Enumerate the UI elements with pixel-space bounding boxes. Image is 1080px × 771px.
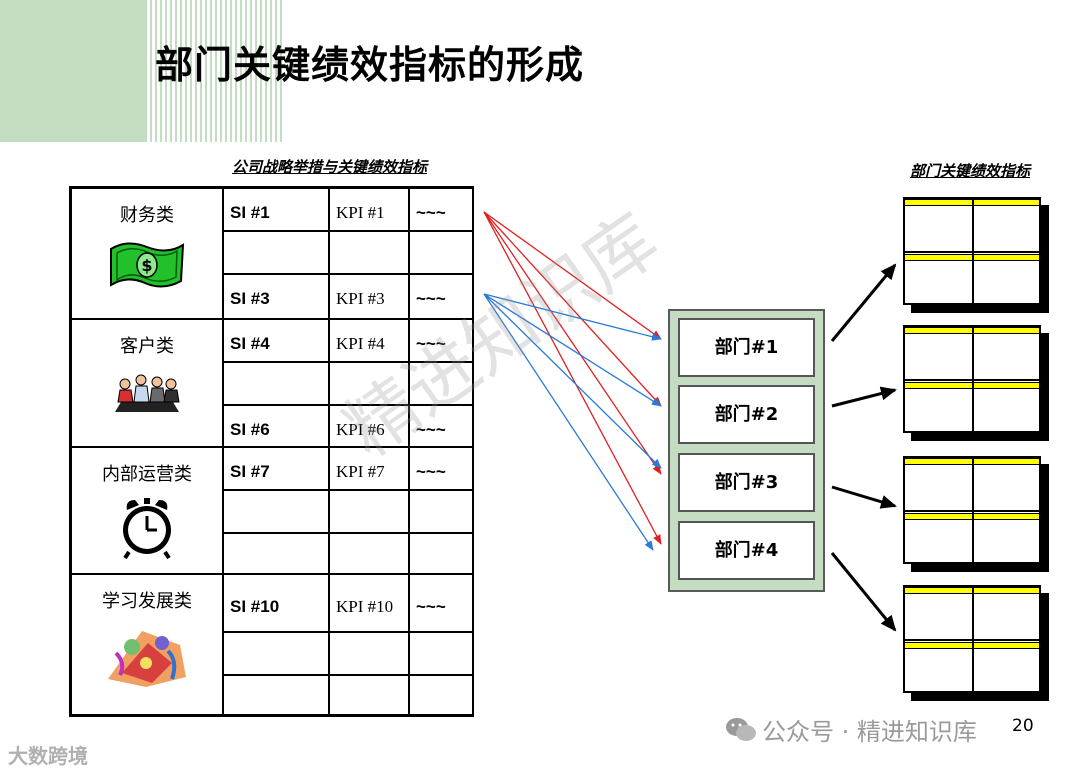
kpi-cell: KPI #4 xyxy=(330,320,410,361)
kpi-cell xyxy=(330,491,410,532)
kpi-cell: KPI #3 xyxy=(330,275,410,318)
blue-arrow xyxy=(483,293,662,341)
si-cell xyxy=(224,676,330,717)
alarm-clock-icon xyxy=(123,498,171,560)
blue-arrow xyxy=(483,293,662,407)
header-stripes xyxy=(145,0,285,142)
card-divider xyxy=(905,639,1039,641)
table-row xyxy=(224,633,474,676)
page-number: 20 xyxy=(1012,716,1034,736)
footer-account-name: 公众号 · 精进知识库 xyxy=(762,718,977,746)
money-icon: $ xyxy=(110,242,185,288)
page-title: 部门关键绩效指标的形成 xyxy=(155,43,585,87)
kpi-cell: KPI #6 xyxy=(330,406,410,446)
si-cell: SI #1 xyxy=(224,189,330,230)
extra-cell: ~~~ xyxy=(416,462,446,481)
table-row xyxy=(224,491,474,534)
department-box: 部门#1 xyxy=(678,318,815,377)
card-divider xyxy=(905,251,1039,253)
table-row xyxy=(224,363,474,406)
blue-arrow xyxy=(483,293,662,469)
department-box: 部门#3 xyxy=(678,453,815,512)
si-cell xyxy=(224,534,330,573)
category-label: 财务类 xyxy=(120,205,174,226)
kpi-cell xyxy=(330,676,410,717)
black-arrow xyxy=(830,552,897,632)
table-row xyxy=(224,676,474,717)
kpi-cell xyxy=(330,534,410,573)
table-row: SI #10 KPI #10 ~~~ xyxy=(224,575,474,633)
meeting-people-icon xyxy=(115,374,180,412)
table-row xyxy=(224,232,474,275)
table-row: SI #7 KPI #7 ~~~ xyxy=(224,448,474,491)
blue-arrows xyxy=(483,293,662,551)
category-label: 学习发展类 xyxy=(102,591,192,612)
department-panel: 部门#1 部门#2 部门#3 部门#4 xyxy=(668,309,825,592)
right-cards-caption: 部门关键绩效指标 xyxy=(910,162,1031,180)
dept-kpi-card xyxy=(903,456,1041,564)
extra-cell: ~~~ xyxy=(416,420,446,439)
left-table-caption: 公司战略举措与关键绩效指标 xyxy=(232,158,428,176)
card-divider xyxy=(905,510,1039,512)
black-arrows xyxy=(830,263,897,632)
si-cell: SI #4 xyxy=(224,320,330,361)
wechat-icon xyxy=(726,718,756,741)
kpi-cell: KPI #10 xyxy=(330,575,410,631)
kpi-cell xyxy=(330,232,410,273)
card-divider xyxy=(905,379,1039,381)
si-cell: SI #6 xyxy=(224,406,330,446)
si-cell xyxy=(224,232,330,273)
black-arrow xyxy=(830,263,897,342)
extra-cell: ~~~ xyxy=(416,289,446,308)
si-cell xyxy=(224,363,330,404)
si-cell: SI #7 xyxy=(224,448,330,489)
blue-arrow xyxy=(483,293,654,551)
dept-kpi-card xyxy=(903,325,1041,433)
red-arrows xyxy=(483,211,662,545)
si-cell: SI #3 xyxy=(224,275,330,318)
si-cell xyxy=(224,491,330,532)
red-arrow xyxy=(483,211,662,407)
category-finance: 财务类 $ xyxy=(72,189,224,320)
kpi-cell xyxy=(330,363,410,404)
dept-kpi-card xyxy=(903,585,1041,693)
celebration-icon xyxy=(108,631,186,687)
black-arrow xyxy=(831,386,897,408)
extra-cell: ~~~ xyxy=(416,203,446,222)
table-row xyxy=(224,534,474,575)
department-box: 部门#2 xyxy=(678,385,815,444)
table-row: SI #3 KPI #3 ~~~ xyxy=(224,275,474,320)
svg-text:$: $ xyxy=(141,256,152,275)
si-cell: SI #10 xyxy=(224,575,330,631)
table-row: SI #4 KPI #4 ~~~ xyxy=(224,320,474,363)
kpi-cell: KPI #7 xyxy=(330,448,410,489)
kpi-table: 财务类 $ 客户类 内部运营类 xyxy=(69,186,474,717)
category-learning: 学习发展类 xyxy=(72,575,224,717)
kpi-cell xyxy=(330,633,410,674)
dept-kpi-card xyxy=(903,197,1041,305)
extra-cell: ~~~ xyxy=(416,597,446,616)
department-box: 部门#4 xyxy=(678,521,815,580)
table-row: SI #1 KPI #1 ~~~ xyxy=(224,189,474,232)
footer-brand: 大数跨境 xyxy=(8,744,88,768)
red-arrow xyxy=(483,211,662,545)
category-internal-ops: 内部运营类 xyxy=(72,448,224,575)
category-label: 客户类 xyxy=(120,336,174,357)
extra-cell: ~~~ xyxy=(416,334,446,353)
red-arrow xyxy=(483,211,662,475)
table-row: SI #6 KPI #6 ~~~ xyxy=(224,406,474,448)
si-cell xyxy=(224,633,330,674)
kpi-cell: KPI #1 xyxy=(330,189,410,230)
category-label: 内部运营类 xyxy=(102,464,192,485)
header-green-block xyxy=(0,0,145,142)
category-customer: 客户类 xyxy=(72,320,224,448)
red-arrow xyxy=(483,211,662,340)
black-arrow xyxy=(831,485,897,509)
